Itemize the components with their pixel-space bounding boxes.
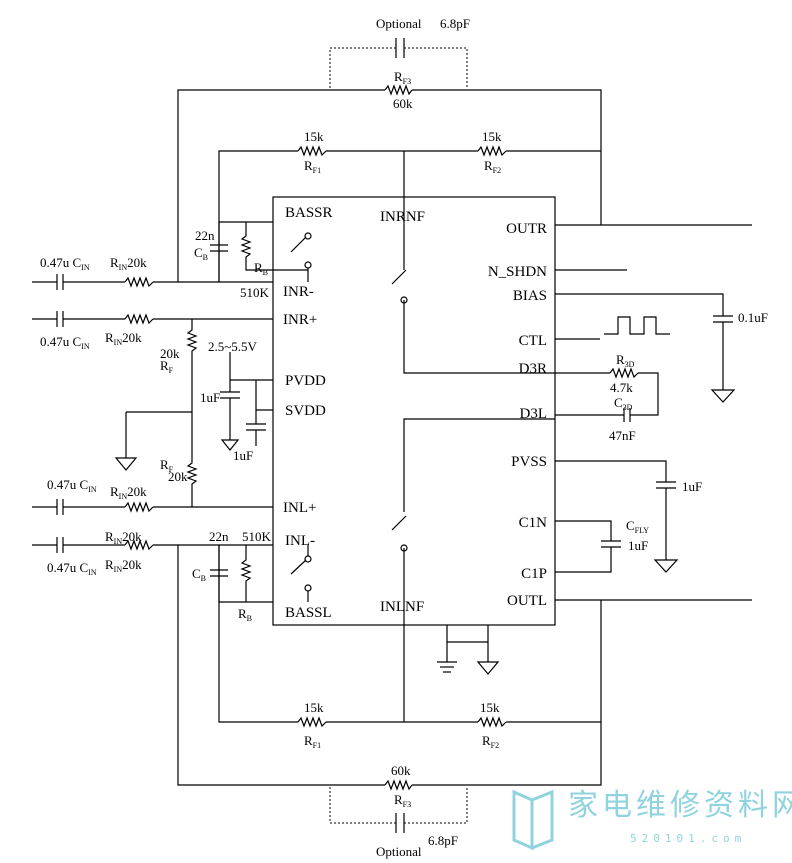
top-rf3-loop bbox=[177, 84, 602, 282]
inl-rb-value: 510K bbox=[242, 529, 272, 544]
cfly-network bbox=[555, 520, 621, 573]
pvss-network bbox=[555, 460, 679, 573]
bottom-rf1-label: RF1 bbox=[304, 733, 321, 750]
pin-inl-minus: INL- bbox=[285, 533, 315, 549]
ctl-signal bbox=[555, 316, 670, 340]
inl-plus-rin-label: RIN20k bbox=[110, 484, 147, 501]
inl-plus-input bbox=[32, 499, 273, 515]
bottom-rf1-value: 15k bbox=[304, 700, 324, 715]
chip-body bbox=[272, 196, 556, 626]
pin-svdd: SVDD bbox=[285, 403, 326, 419]
supply-network bbox=[220, 352, 273, 451]
pvss-cap-value: 1uF bbox=[682, 479, 702, 494]
inl-rb-label: RB bbox=[238, 606, 252, 623]
inr-cb-value: 22n bbox=[195, 228, 215, 243]
pin-pvdd: PVDD bbox=[285, 373, 326, 389]
pin-d3l: D3L bbox=[520, 406, 548, 422]
pvdd-cap-value: 1uF bbox=[200, 390, 220, 405]
bias-cap-value: 0.1uF bbox=[738, 310, 768, 325]
pin-n-shdn: N_SHDN bbox=[488, 264, 547, 280]
bottom-cap-value: 6.8pF bbox=[428, 833, 458, 848]
rf-upper-value: 20k bbox=[160, 346, 180, 361]
top-optional-cap bbox=[329, 38, 468, 88]
pin-inr-plus: INR+ bbox=[283, 312, 317, 328]
watermark-book-icon bbox=[512, 789, 554, 851]
d3-network bbox=[403, 300, 659, 512]
inl-minus-input bbox=[32, 537, 309, 603]
pin-c1n: C1N bbox=[519, 515, 548, 531]
top-rf2-label: RF2 bbox=[484, 158, 501, 175]
pin-inl-plus: INL+ bbox=[283, 500, 316, 516]
cfly-label: CFLY bbox=[626, 518, 649, 535]
inl-plus-cin-label: 0.47u CIN bbox=[47, 477, 97, 494]
top-optional-label: Optional bbox=[376, 16, 422, 31]
bottom-rf2-label: RF2 bbox=[482, 733, 499, 750]
bottom-optional-cap bbox=[329, 787, 468, 833]
inl-cb-label: CB bbox=[192, 566, 206, 583]
watermark: 家电维修资料网 520101.com bbox=[512, 788, 792, 851]
bottom-rf3-label: RF3 bbox=[394, 792, 411, 809]
bottom-rf3-value: 60k bbox=[391, 763, 411, 778]
c3d-value: 47nF bbox=[609, 428, 636, 443]
rf-lower-label: RF bbox=[160, 457, 174, 474]
pin-ctl: CTL bbox=[519, 333, 547, 349]
inr-cb-label: CB bbox=[194, 245, 208, 262]
inr-plus-input bbox=[32, 311, 273, 507]
pin-outr: OUTR bbox=[506, 221, 547, 237]
pin-inrnf: INRNF bbox=[380, 209, 425, 225]
inr-rb-label: RB bbox=[254, 260, 268, 277]
pin-outl: OUTL bbox=[507, 593, 547, 609]
pin-pvss: PVSS bbox=[511, 454, 547, 470]
top-rf1-label: RF1 bbox=[304, 158, 321, 175]
pin-bias: BIAS bbox=[513, 288, 547, 304]
inl-minus-rin-value-2: RIN20k bbox=[105, 557, 142, 574]
pin-bassr: BASSR bbox=[285, 205, 333, 221]
bottom-optional-label: Optional bbox=[376, 844, 422, 859]
top-cap-value: 6.8pF bbox=[440, 16, 470, 31]
cfly-value: 1uF bbox=[628, 538, 648, 553]
inr-minus-cin-label: 0.47u CIN bbox=[40, 255, 90, 272]
pin-bassl: BASSL bbox=[285, 605, 332, 621]
watermark-text: 家电维修资料网 bbox=[568, 788, 792, 823]
inr-minus-rin-label: RIN20k bbox=[110, 255, 147, 272]
inner-grounds bbox=[437, 625, 500, 675]
c3d-label: C3D bbox=[614, 395, 633, 412]
r3d-value: 4.7k bbox=[610, 380, 633, 395]
watermark-domain: 520101.com bbox=[630, 832, 746, 845]
pin-c1p: C1P bbox=[521, 566, 547, 582]
inr-minus-input bbox=[32, 221, 308, 290]
bottom-rf3-loop bbox=[177, 545, 602, 791]
inr-plus-cin-label: 0.47u CIN bbox=[40, 334, 90, 351]
rf-upper-label: RF bbox=[160, 358, 174, 375]
pin-d3r: D3R bbox=[519, 361, 547, 377]
inl-minus-rin-label: RIN20k bbox=[105, 529, 142, 546]
right-top-wires bbox=[555, 224, 752, 403]
inr-rb-value: 510K bbox=[240, 285, 270, 300]
top-rf1-value: 15k bbox=[304, 129, 324, 144]
bottom-rf2-value: 15k bbox=[480, 700, 500, 715]
pin-inlnf: INLNF bbox=[380, 599, 424, 615]
rf-lower-value: 20k bbox=[168, 469, 188, 484]
top-rf3-label: RF3 bbox=[394, 69, 411, 86]
inl-cb-value: 22n bbox=[209, 529, 229, 544]
inl-minus-cin-label: 0.47u CIN bbox=[47, 560, 97, 577]
supply-voltage: 2.5~5.5V bbox=[208, 339, 258, 354]
pin-inr-minus: INR- bbox=[283, 284, 314, 300]
r3d-label: R3D bbox=[616, 352, 635, 369]
top-rf3-value: 60k bbox=[393, 96, 413, 111]
inr-plus-rin-label: RIN20k bbox=[105, 330, 142, 347]
top-rf2-value: 15k bbox=[482, 129, 502, 144]
svdd-cap-value: 1uF bbox=[233, 448, 253, 463]
